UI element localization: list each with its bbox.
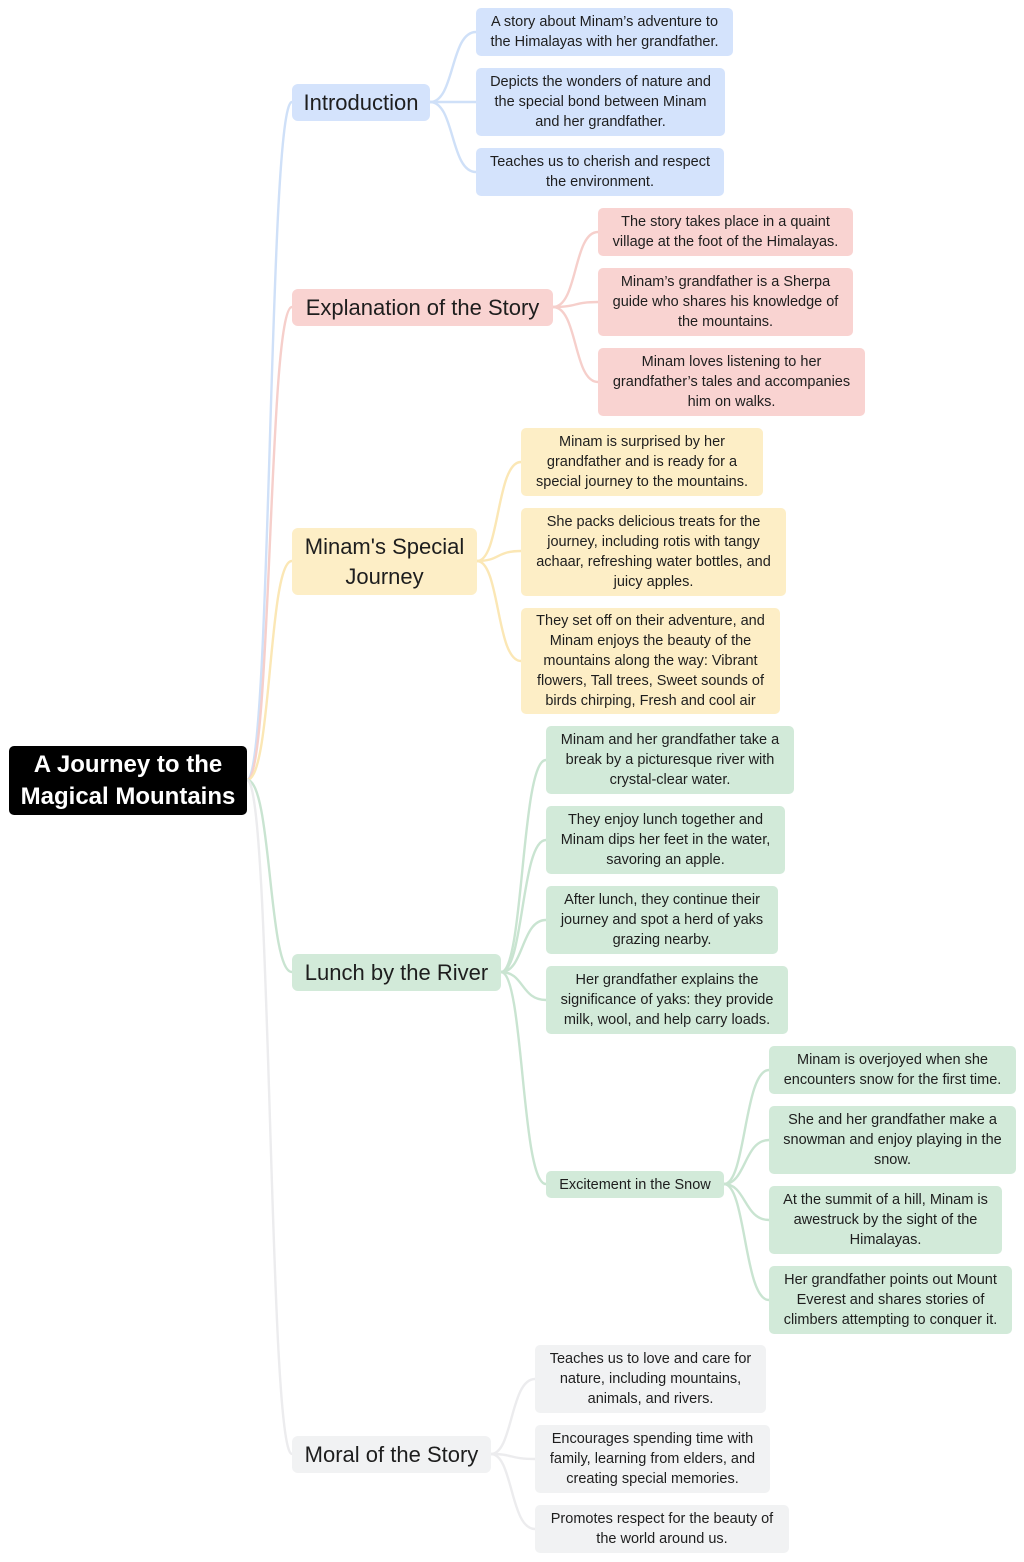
connector-lunch-leaf-4 bbox=[500, 970, 547, 1002]
branch-special-journey[interactable]: Minam's Special Journey bbox=[292, 528, 477, 595]
connector-explanation-leaf-2 bbox=[552, 300, 599, 309]
connector-journey-leaf-2 bbox=[476, 549, 522, 563]
explanation-leaf-1[interactable]: The story takes place in a quaint villag… bbox=[598, 208, 853, 256]
moral-leaf-3[interactable]: Promotes respect for the beauty of the w… bbox=[535, 1505, 789, 1553]
connector-snow-leaf-2 bbox=[723, 1138, 770, 1186]
connector-lunch-leaf-1 bbox=[500, 758, 547, 974]
journey-leaf-3[interactable]: They set off on their adventure, and Min… bbox=[521, 608, 780, 714]
connector-lunch-snow bbox=[500, 970, 547, 1186]
introduction-leaf-3[interactable]: Teaches us to cherish and respect the en… bbox=[476, 148, 724, 196]
branch-introduction[interactable]: Introduction bbox=[292, 84, 430, 121]
introduction-leaf-2[interactable]: Depicts the wonders of nature and the sp… bbox=[476, 68, 725, 136]
snow-leaf-2[interactable]: She and her grandfather make a snowman a… bbox=[769, 1106, 1016, 1174]
explanation-leaf-2[interactable]: Minam’s grandfather is a Sherpa guide wh… bbox=[598, 268, 853, 336]
snow-leaf-3[interactable]: At the summit of a hill, Minam is awestr… bbox=[769, 1186, 1002, 1254]
moral-leaf-2[interactable]: Encourages spending time with family, le… bbox=[535, 1425, 770, 1493]
connector-snow-leaf-1 bbox=[723, 1068, 770, 1186]
connector-explanation-leaf-3 bbox=[552, 305, 599, 384]
connector-snow-leaf-4 bbox=[723, 1182, 770, 1302]
connector-root-lunch bbox=[246, 778, 293, 974]
connector-lunch-leaf-3 bbox=[500, 918, 547, 974]
introduction-leaf-1[interactable]: A story about Minam’s adventure to the H… bbox=[476, 8, 733, 56]
lunch-leaf-1[interactable]: Minam and her grandfather take a break b… bbox=[546, 726, 794, 794]
lunch-leaf-3[interactable]: After lunch, they continue their journey… bbox=[546, 886, 778, 954]
moral-leaf-1[interactable]: Teaches us to love and care for nature, … bbox=[535, 1345, 766, 1413]
connector-journey-leaf-3 bbox=[476, 559, 522, 663]
branch-lunch-by-the-river[interactable]: Lunch by the River bbox=[292, 954, 501, 991]
connector-explanation-leaf-1 bbox=[552, 230, 599, 309]
connector-journey-leaf-1 bbox=[476, 460, 522, 563]
connector-lunch-leaf-2 bbox=[500, 838, 547, 974]
snow-leaf-4[interactable]: Her grandfather points out Mount Everest… bbox=[769, 1266, 1012, 1334]
journey-leaf-2[interactable]: She packs delicious treats for the journ… bbox=[521, 508, 786, 596]
connector-root-moral bbox=[245, 778, 294, 1456]
branch-moral-of-the-story[interactable]: Moral of the Story bbox=[292, 1436, 491, 1473]
connector-snow-leaf-3 bbox=[723, 1182, 770, 1222]
subbranch-excitement-in-the-snow[interactable]: Excitement in the Snow bbox=[546, 1171, 724, 1198]
journey-leaf-1[interactable]: Minam is surprised by her grandfather an… bbox=[521, 428, 763, 496]
connector-introduction-leaf-1 bbox=[429, 30, 477, 104]
root-topic[interactable]: A Journey to the Magical Mountains bbox=[9, 746, 247, 815]
connector-root-explanation bbox=[245, 305, 294, 782]
snow-leaf-1[interactable]: Minam is overjoyed when she encounters s… bbox=[769, 1046, 1016, 1094]
connector-root-introduction bbox=[245, 100, 294, 782]
connector-moral-leaf-3 bbox=[490, 1452, 536, 1531]
connector-introduction-leaf-3 bbox=[429, 100, 477, 174]
explanation-leaf-3[interactable]: Minam loves listening to her grandfather… bbox=[598, 348, 865, 416]
lunch-leaf-4[interactable]: Her grandfather explains the significanc… bbox=[546, 966, 788, 1034]
branch-explanation[interactable]: Explanation of the Story bbox=[292, 289, 553, 326]
lunch-leaf-2[interactable]: They enjoy lunch together and Minam dips… bbox=[546, 806, 785, 874]
connector-root-journey bbox=[246, 559, 293, 782]
connector-moral-leaf-1 bbox=[490, 1377, 536, 1456]
